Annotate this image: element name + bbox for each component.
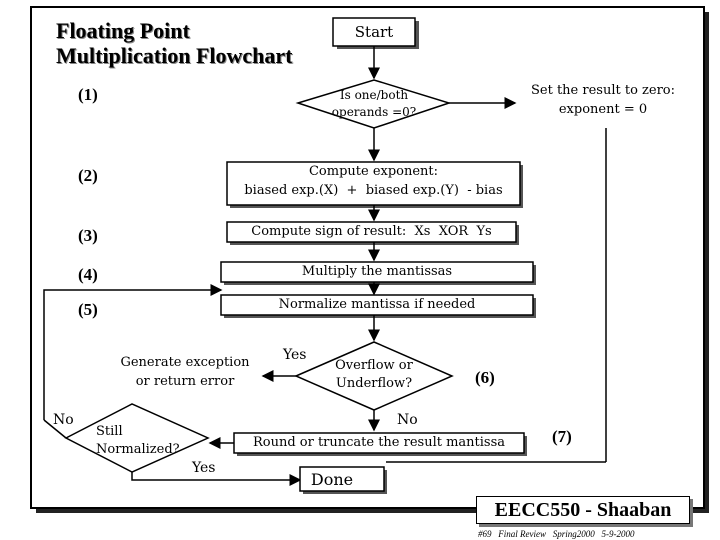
step-1-label: (1) (78, 85, 98, 104)
multiply-label: Multiply the mantissas (301, 264, 453, 279)
overflow-yes-label: Yes (283, 347, 307, 363)
still-normalized-no-label: No (53, 412, 74, 428)
zero-decision-line-2: operands =0? (331, 105, 417, 119)
compute-sign-box (226, 221, 517, 243)
done-box (299, 466, 385, 492)
normalize-box (220, 294, 534, 316)
multiply-box (220, 261, 534, 283)
step-6-label: (6) (475, 368, 495, 387)
course-brand-box: EECC550 - Shaaban (476, 496, 690, 524)
compute-exponent-line-2: biased exp.(X) + biased exp.(Y) - bias (244, 183, 503, 198)
title-line-2: Multiplication Flowchart (56, 43, 293, 69)
title-line-1: Floating Point (56, 18, 190, 43)
done-label: Done (310, 470, 354, 489)
overflow-no-label: No (397, 412, 418, 428)
round-label: Round or truncate the result mantissa (252, 435, 506, 450)
overflow-line-1: Overflow or (335, 358, 413, 373)
compute-exponent-line-1: Compute exponent: (308, 164, 439, 179)
normalize-label: Normalize mantissa if needed (278, 297, 476, 312)
start-label: Start (354, 23, 394, 41)
still-normalized-no-line (43, 419, 67, 439)
generate-exception-line-2: or return error (135, 374, 235, 389)
step-3-label: (3) (78, 226, 98, 245)
still-normalized-line-2: Normalized? (96, 442, 180, 457)
slide-footer: #69 Final Review Spring2000 5-9-2000 (478, 529, 635, 539)
still-normalized-yes-arrow (131, 472, 302, 486)
compute-sign-label: Compute sign of result: Xs XOR Ys (251, 224, 492, 239)
still-normalized-line-1: Still (96, 424, 123, 439)
step-7-label: (7) (552, 427, 572, 446)
set-zero-line-2: exponent = 0 (558, 102, 648, 117)
start-box (332, 17, 416, 47)
zero-decision-line-1: Is one/both (339, 88, 409, 102)
step-2-label: (2) (78, 166, 98, 185)
renormalize-loop-line (43, 284, 223, 420)
step-5-label: (5) (78, 300, 98, 319)
step-4-label: (4) (78, 265, 98, 284)
still-normalized-diamond (64, 403, 210, 473)
overflow-decision-diamond (294, 341, 454, 411)
overflow-line-2: Underflow? (335, 376, 413, 391)
still-normalized-yes-label: Yes (192, 460, 216, 476)
set-zero-line-1: Set the result to zero: (531, 83, 675, 98)
generate-exception-line-1: Generate exception (120, 355, 250, 370)
